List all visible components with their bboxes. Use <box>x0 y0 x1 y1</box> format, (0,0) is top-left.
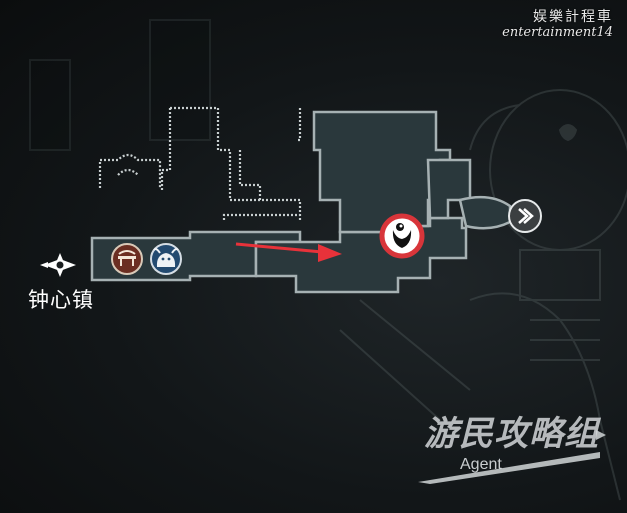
watermark-line-1: 娱樂計程車 <box>533 9 613 25</box>
background-silhouette <box>29 19 627 501</box>
route-arrow <box>235 242 342 262</box>
agent-logo: 游民攻略组 Agent <box>418 400 608 480</box>
shopkeeper-icon[interactable] <box>150 243 182 275</box>
fast-travel-icon[interactable] <box>508 199 542 233</box>
bell-town-marker-icon[interactable] <box>40 253 76 277</box>
boss-marker-icon[interactable] <box>379 213 425 259</box>
bench-icon[interactable] <box>111 243 143 275</box>
agent-logo-text: Agent <box>460 456 502 473</box>
agent-logo-swoosh <box>418 430 606 484</box>
unexplored-outline <box>98 106 302 220</box>
town-label: 钟心镇 <box>28 288 94 312</box>
watermark-line-2: entertainment14 <box>502 25 613 40</box>
agent-logo-brand: 游民攻略组 <box>424 414 599 454</box>
watermark: 娱樂計程車 entertainment14 <box>502 6 613 40</box>
